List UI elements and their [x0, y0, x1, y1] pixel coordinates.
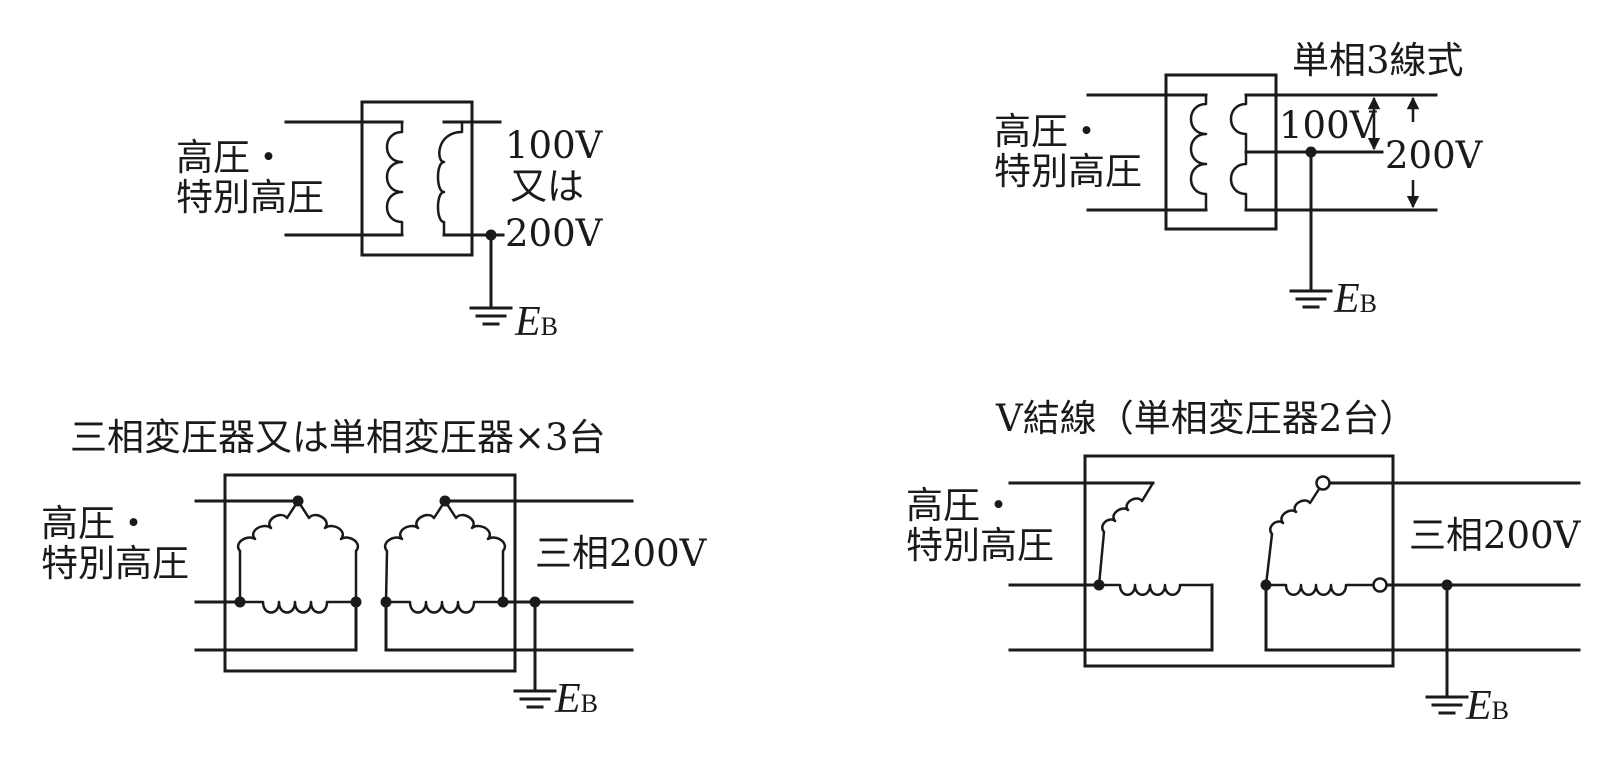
transformer-box	[223, 473, 517, 673]
ground-eb-label: EB	[1465, 683, 1509, 729]
ground-symbol	[1425, 695, 1469, 715]
secondary-node-left	[380, 596, 392, 608]
secondary-delta-left-coil	[384, 500, 447, 603]
voltage-200v-label: 200V	[1385, 134, 1484, 177]
three-phase-delta-diagram: 三相変圧器又は単相変圧器×3台 高圧・ 特別高圧 三相200V EB	[41, 416, 708, 722]
secondary-bottom-coil	[1266, 583, 1380, 596]
voltage-100v-label: 100V	[505, 124, 604, 167]
primary-left-coil	[1097, 482, 1155, 586]
v-connection-title: V結線（単相変圧器2台）	[995, 397, 1416, 440]
transformer-box	[1083, 454, 1395, 668]
hv-label-line2: 特別高圧	[176, 176, 324, 219]
secondary-delta-bottom-coil	[386, 600, 503, 614]
hv-label-line2: 特別高圧	[906, 524, 1054, 567]
primary-node-left	[234, 596, 246, 608]
three-phase-200v-label: 三相200V	[1409, 514, 1582, 557]
ground-symbol	[1289, 289, 1333, 309]
ground-eb-label: EB	[514, 299, 558, 345]
secondary-delta-right-coil	[443, 500, 506, 602]
ground-eb-label: EB	[1333, 276, 1377, 322]
secondary-terminal-top	[1315, 475, 1331, 491]
primary-line-3	[1008, 583, 1214, 652]
single-phase-3wire-title: 単相3線式	[1292, 39, 1464, 82]
primary-coil	[1189, 95, 1208, 210]
voltage-100v-label: 100V	[1279, 104, 1378, 147]
primary-coil	[385, 122, 404, 235]
three-phase-200v-label: 三相200V	[535, 532, 708, 575]
voltage-200v-label: 200V	[505, 212, 604, 255]
secondary-left-coil	[1264, 482, 1325, 586]
hv-label-line1: 高圧・	[176, 136, 287, 179]
primary-delta-bottom-coil	[240, 600, 356, 614]
single-phase-three-wire-diagram: 単相3線式 高圧・ 特別高圧 100V 200V EB	[994, 39, 1484, 322]
secondary-common-node	[1260, 579, 1272, 591]
hv-label-line2: 特別高圧	[41, 542, 189, 585]
output-line-3	[384, 600, 634, 652]
primary-node-top	[292, 495, 304, 507]
transformer-box	[360, 100, 474, 257]
hv-label-line1: 高圧・	[41, 502, 152, 545]
primary-line-3	[194, 600, 358, 652]
ground-symbol	[469, 306, 513, 326]
secondary-terminal-right	[1372, 577, 1388, 593]
ground-symbol	[513, 689, 557, 709]
secondary-coil-upper	[1229, 95, 1248, 152]
secondary-coil-lower	[1229, 152, 1248, 210]
ground-eb-label: EB	[554, 676, 598, 722]
secondary-coil	[436, 120, 464, 235]
hv-label-line1: 高圧・	[994, 110, 1105, 153]
primary-delta-left-coil	[237, 500, 300, 602]
primary-node-right	[350, 596, 362, 608]
primary-bottom-coil	[1099, 583, 1212, 596]
primary-delta-right-coil	[296, 500, 359, 602]
three-phase-title: 三相変圧器又は単相変圧器×3台	[70, 416, 606, 459]
secondary-node-top	[439, 495, 451, 507]
hv-label-line2: 特別高圧	[994, 150, 1142, 193]
single-phase-transformer-diagram: 高圧・ 特別高圧 100V 又は 200V EB	[176, 100, 604, 345]
or-label: 又は	[510, 165, 584, 208]
secondary-return-line	[1264, 583, 1581, 652]
primary-common-node	[1093, 579, 1105, 591]
hv-label-line1: 高圧・	[906, 484, 1017, 527]
v-connection-diagram: V結線（単相変圧器2台） 高圧・ 特別高圧 三相200V EB	[906, 397, 1582, 729]
secondary-node-right	[497, 596, 509, 608]
